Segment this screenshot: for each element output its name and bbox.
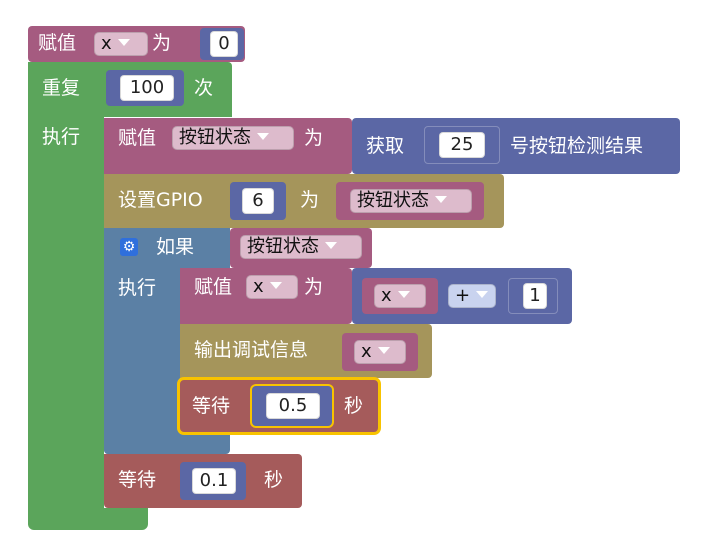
variable-dropdown[interactable]: x	[94, 32, 148, 56]
right-operand-input[interactable]: 1	[523, 283, 547, 309]
variable-name: 按钮状态	[357, 190, 429, 211]
variable-name: x	[101, 33, 112, 54]
repeat-block[interactable]: 重复 100 次	[28, 62, 232, 117]
wait-value-input[interactable]: 0.1	[192, 468, 236, 494]
gpio-pin-block[interactable]: 6	[230, 182, 286, 220]
dropdown-arrow-icon	[325, 241, 337, 249]
wait-value-input[interactable]: 0.5	[266, 393, 320, 419]
operator: +	[455, 285, 471, 306]
assign-label: 赋值	[38, 32, 77, 54]
left-operand-block[interactable]: x	[362, 278, 438, 314]
dropdown-arrow-icon	[269, 281, 282, 289]
variable-getter-block[interactable]: 按钮状态	[336, 182, 484, 220]
if-arm	[104, 268, 180, 454]
dropdown-arrow-icon	[476, 290, 489, 298]
wait-inner-block[interactable]: 等待 0.5 秒	[180, 380, 378, 432]
dropdown-arrow-icon	[435, 195, 447, 203]
seconds-label: 秒	[264, 469, 284, 491]
seconds-label: 秒	[344, 395, 364, 417]
variable-dropdown[interactable]: x	[354, 340, 406, 364]
wait-label: 等待	[192, 395, 231, 417]
if-do-label: 执行	[118, 277, 157, 299]
assign-x-increment-block[interactable]: 赋值 x 为	[180, 268, 352, 324]
variable-name: x	[361, 341, 372, 362]
number-input[interactable]: 0	[210, 31, 238, 57]
pin-input[interactable]: 25	[439, 132, 485, 158]
variable-dropdown[interactable]: 按钮状态	[172, 126, 294, 150]
print-debug-block[interactable]: 输出调试信息 x	[180, 324, 432, 378]
number-block[interactable]: 0	[200, 28, 244, 60]
dropdown-arrow-icon	[257, 132, 269, 140]
wait-outer-block[interactable]: 等待 0.1 秒	[104, 454, 302, 508]
assign-label: 赋值	[118, 127, 157, 149]
variable-getter-block[interactable]: x	[342, 333, 418, 371]
pin-number-block[interactable]: 25	[424, 126, 500, 164]
variable-dropdown[interactable]: x	[374, 284, 426, 308]
assign-label: 赋值	[194, 276, 233, 298]
repeat-count-input[interactable]: 100	[120, 75, 174, 101]
operator-dropdown[interactable]: +	[448, 284, 496, 308]
variable-name: 按钮状态	[247, 236, 319, 257]
repeat-do-label: 执行	[42, 126, 81, 148]
dropdown-arrow-icon	[117, 38, 130, 46]
dropdown-arrow-icon	[377, 346, 390, 354]
variable-dropdown[interactable]: x	[246, 275, 298, 299]
get-label: 获取	[366, 135, 405, 157]
if-label: 如果	[156, 236, 195, 258]
repeat-bottom	[28, 508, 148, 530]
as-label: 为	[304, 127, 324, 149]
if-condition-block[interactable]: 按钮状态	[230, 228, 372, 268]
arithmetic-block[interactable]: x + 1	[352, 268, 572, 324]
dropdown-arrow-icon	[397, 290, 410, 298]
repeat-arm	[28, 110, 104, 528]
as-label: 为	[300, 189, 320, 211]
right-operand-block[interactable]: 1	[508, 278, 558, 314]
wait-value-block[interactable]: 0.5	[252, 386, 332, 426]
if-bottom	[104, 434, 230, 454]
get-suffix-label: 号按钮检测结果	[510, 135, 644, 157]
gpio-pin-input[interactable]: 6	[242, 188, 274, 214]
set-gpio-label: 设置GPIO	[118, 189, 203, 211]
as-label: 为	[152, 32, 172, 54]
set-gpio-block[interactable]: 设置GPIO 6 为 按钮状态	[104, 174, 504, 228]
assign-button-state-block[interactable]: 赋值 按钮状态 为	[104, 118, 352, 174]
variable-name: x	[253, 276, 264, 297]
variable-name: 按钮状态	[179, 127, 251, 148]
as-label: 为	[304, 276, 324, 298]
variable-dropdown[interactable]: 按钮状态	[240, 235, 362, 259]
if-block[interactable]: ⚙ 如果	[104, 228, 230, 270]
assign-x-zero-block[interactable]: 赋值 x 为 0	[28, 26, 245, 62]
variable-dropdown[interactable]: 按钮状态	[350, 189, 472, 213]
wait-value-block[interactable]: 0.1	[180, 462, 246, 500]
print-label: 输出调试信息	[194, 339, 309, 361]
repeat-label: 重复	[42, 77, 81, 99]
repeat-count-block[interactable]: 100	[106, 70, 184, 106]
gear-icon[interactable]: ⚙	[120, 238, 138, 256]
wait-label: 等待	[118, 469, 157, 491]
variable-name: x	[381, 285, 392, 306]
times-label: 次	[194, 77, 214, 99]
get-button-result-block[interactable]: 获取 25 号按钮检测结果	[352, 118, 680, 174]
